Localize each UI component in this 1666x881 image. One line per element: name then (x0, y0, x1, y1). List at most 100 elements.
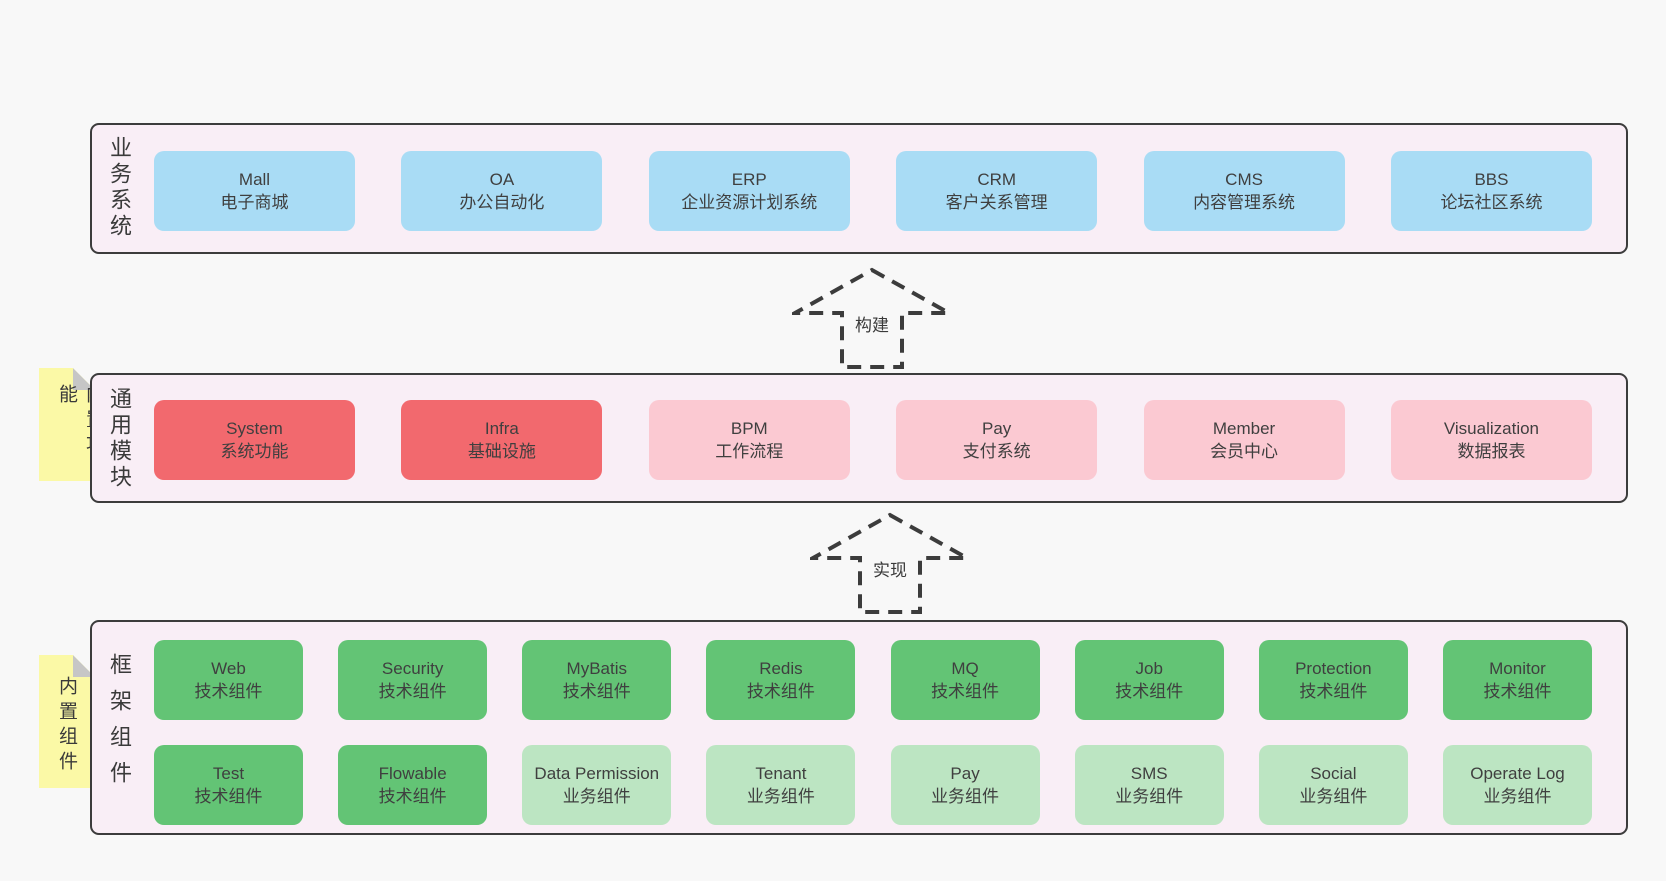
box-mq: MQ 技术组件 (890, 640, 1040, 720)
box-subtitle: 技术组件 (746, 682, 815, 701)
box-title: Operate Log (1470, 764, 1565, 783)
box-sms: SMS 业务组件 (1074, 745, 1224, 825)
box-pay: Pay 支付系统 (896, 400, 1098, 480)
box-title: Web (211, 659, 246, 678)
sticky-note-builtin-features: 内置功能 (39, 368, 95, 481)
box-subtitle: 技术组件 (378, 787, 447, 806)
box-subtitle: 电子商城 (220, 193, 289, 212)
box-title: Security (381, 659, 444, 678)
box-bpm: BPM 工作流程 (648, 400, 850, 480)
box-cms: CMS 内容管理系统 (1143, 151, 1345, 231)
box-subtitle: 业务组件 (931, 787, 1000, 806)
box-title: Infra (484, 419, 519, 438)
box-title: Pay (950, 764, 980, 783)
box-subtitle: 系统功能 (220, 442, 289, 461)
business-box-row: Mall 电子商城 OA 办公自动化 ERP 企业资源计划系统 CRM 客户关系管理 CMS 内容… (154, 151, 1592, 231)
sticky-note-label: 内置组件 (56, 676, 77, 776)
box-title: OA (489, 170, 515, 189)
implement-arrow: 实现 (810, 511, 970, 616)
box-title: Redis (759, 659, 803, 678)
box-subtitle: 技术组件 (378, 682, 447, 701)
box-security: Security 技术组件 (338, 640, 488, 720)
common-modules-panel: 通用模块 System 系统功能 Infra 基础设施 BPM 工作流程 Pay 支付系统 Me… (90, 373, 1628, 503)
box-title: Pay (982, 419, 1012, 438)
box-mall: Mall 电子商城 (154, 151, 355, 231)
box-system: System 系统功能 (154, 400, 355, 480)
box-protection: Protection 技术组件 (1258, 640, 1408, 720)
box-title: ERP (731, 170, 767, 189)
box-subtitle: 技术组件 (194, 787, 263, 806)
box-social: Social 业务组件 (1258, 745, 1408, 825)
box-subtitle: 支付系统 (962, 442, 1031, 461)
box-title: Social (1310, 764, 1357, 783)
box-title: Job (1135, 659, 1163, 678)
box-title: SMS (1130, 764, 1168, 783)
implement-arrow-label: 实现 (868, 555, 912, 582)
box-title: Test (212, 764, 245, 783)
box-title: MyBatis (566, 659, 628, 678)
box-flowable: Flowable 技术组件 (338, 745, 488, 825)
dashed-up-arrow-icon (810, 512, 970, 614)
box-subtitle: 技术组件 (1115, 682, 1184, 701)
box-crm: CRM 客户关系管理 (896, 151, 1098, 231)
business-systems-panel: 业务系统 Mall 电子商城 OA 办公自动化 ERP 企业资源计划系统 CRM 客户关系管理… (90, 123, 1628, 254)
box-subtitle: 业务组件 (562, 787, 631, 806)
box-tenant: Tenant 业务组件 (706, 745, 856, 825)
box-title: BBS (1474, 170, 1509, 189)
panel-title-framework: 框架组件 (107, 653, 132, 797)
box-subtitle: 技术组件 (194, 682, 263, 701)
box-job: Job 技术组件 (1074, 640, 1224, 720)
box-title: System (226, 419, 283, 438)
box-title: MQ (951, 659, 979, 678)
box-title: Mall (238, 170, 271, 189)
box-subtitle: 基础设施 (467, 442, 536, 461)
build-arrow: 构建 (792, 266, 952, 371)
box-subtitle: 业务组件 (746, 787, 815, 806)
box-subtitle: 企业资源计划系统 (681, 193, 818, 212)
box-erp: ERP 企业资源计划系统 (648, 151, 850, 231)
box-subtitle: 工作流程 (715, 442, 784, 461)
box-oa: OA 办公自动化 (401, 151, 603, 231)
box-subtitle: 业务组件 (1115, 787, 1184, 806)
sticky-note-builtin-components: 内置组件 (39, 655, 95, 788)
box-mybatis: MyBatis 技术组件 (522, 640, 672, 720)
box-pay: Pay 业务组件 (890, 745, 1040, 825)
framework-components-panel: 框架组件 Web 技术组件 Security 技术组件 MyBatis 技术组件 Redis… (90, 620, 1628, 835)
box-title: BPM (730, 419, 768, 438)
box-subtitle: 技术组件 (931, 682, 1000, 701)
box-test: Test 技术组件 (154, 745, 303, 825)
box-web: Web 技术组件 (154, 640, 303, 720)
box-title: CMS (1225, 170, 1263, 189)
box-title: Monitor (1489, 659, 1546, 678)
box-subtitle: 业务组件 (1299, 787, 1368, 806)
box-title: Data Permission (534, 764, 660, 783)
box-subtitle: 技术组件 (562, 682, 631, 701)
box-subtitle: 内容管理系统 (1193, 193, 1296, 212)
box-infra: Infra 基础设施 (401, 400, 603, 480)
box-subtitle: 论坛社区系统 (1440, 193, 1543, 212)
box-operate-log: Operate Log 业务组件 (1442, 745, 1592, 825)
box-data-permission: Data Permission 业务组件 (522, 745, 672, 825)
box-title: Flowable (378, 764, 447, 783)
box-monitor: Monitor 技术组件 (1442, 640, 1592, 720)
box-title: Protection (1295, 659, 1372, 678)
build-arrow-label: 构建 (850, 310, 894, 337)
box-subtitle: 技术组件 (1483, 682, 1552, 701)
box-subtitle: 业务组件 (1483, 787, 1552, 806)
box-subtitle: 客户关系管理 (945, 193, 1048, 212)
box-subtitle: 技术组件 (1299, 682, 1368, 701)
panel-title-business: 业务系统 (107, 136, 132, 240)
box-subtitle: 会员中心 (1210, 442, 1279, 461)
box-title: Tenant (755, 764, 807, 783)
box-subtitle: 办公自动化 (459, 193, 545, 212)
dashed-up-arrow-icon (792, 267, 952, 369)
box-title: CRM (977, 170, 1017, 189)
panel-title-modules: 通用模块 (107, 387, 132, 491)
box-title: Visualization (1443, 419, 1540, 438)
box-bbs: BBS 论坛社区系统 (1390, 151, 1592, 231)
